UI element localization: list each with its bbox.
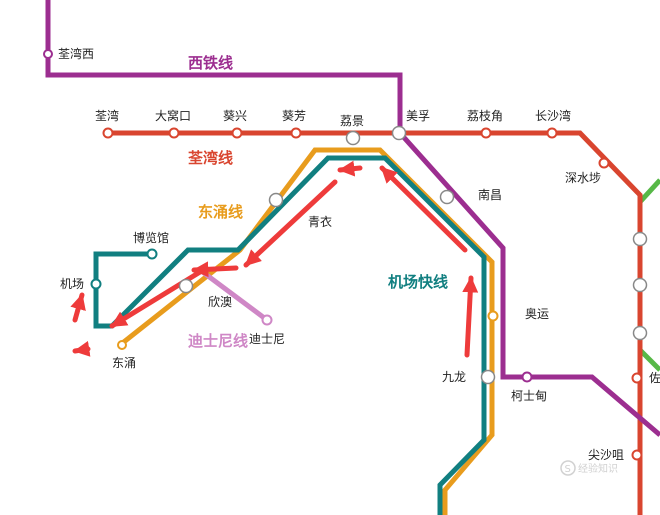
- station-marker-tung-chung[interactable]: [117, 340, 127, 350]
- east-line-route: [637, 178, 660, 372]
- station-marker-tsuen-wan-west[interactable]: [43, 49, 53, 59]
- airport-express-line-label: 机场快线: [388, 273, 448, 291]
- station-label-tsing-yi: 青衣: [308, 214, 332, 229]
- station-label-kwai-hing: 葵兴: [223, 109, 247, 123]
- station-label-lai-king: 荔景: [340, 114, 364, 128]
- station-marker-disneyland-resort[interactable]: [261, 314, 273, 326]
- watermark: S 经验知识: [560, 460, 618, 476]
- station-marker-cheung-sha-wan[interactable]: [546, 127, 558, 139]
- station-label-olympic: 奥运: [525, 307, 549, 321]
- station-marker-lai-king[interactable]: [345, 130, 361, 146]
- station-marker-tsim-sha-tsui[interactable]: [631, 449, 643, 461]
- station-label-disneyland-resort: 迪士尼: [249, 332, 285, 346]
- tung-chung-line-route: [118, 147, 495, 515]
- station-marker-east-2[interactable]: [632, 277, 648, 293]
- west-rail-line-label: 西铁线: [188, 54, 233, 72]
- tung-chung-line-label: 东涌线: [198, 203, 243, 221]
- airport-express-line-route: [93, 155, 487, 515]
- station-label-tai-wo-hau: 大窝口: [155, 108, 191, 123]
- station-label-sunny-bay: 欣澳: [208, 295, 232, 309]
- watermark-text: 经验知识: [578, 462, 618, 475]
- west-rail-line-route: [45, 0, 660, 437]
- station-label-austin: 柯士甸: [511, 389, 547, 403]
- station-marker-lai-chi-kok[interactable]: [480, 127, 492, 139]
- tsuen-wan-line-route: [108, 130, 643, 515]
- station-label-kwai-fong: 葵芳: [282, 109, 306, 123]
- station-label-tsuen-wan-west: 荃湾西: [58, 46, 94, 61]
- station-label-asiaworld-expo: 博览馆: [133, 230, 169, 245]
- disneyland-line-label: 迪士尼线: [188, 332, 248, 350]
- station-marker-east-3[interactable]: [632, 325, 648, 341]
- station-marker-tsuen-wan[interactable]: [102, 127, 114, 139]
- station-marker-tai-wo-hau[interactable]: [168, 127, 180, 139]
- station-label-tsuen-wan: 荃湾: [95, 108, 119, 123]
- station-marker-mei-foo[interactable]: [391, 125, 407, 141]
- tsuen-wan-line-label: 荃湾线: [188, 149, 233, 167]
- station-label-lai-chi-kok: 荔枝角: [467, 108, 503, 123]
- station-marker-nam-cheong[interactable]: [439, 189, 455, 205]
- watermark-badge-letter: S: [565, 464, 571, 475]
- station-label-tsim-sha-tsui: 尖沙咀: [588, 448, 624, 462]
- station-marker-jordan[interactable]: [631, 372, 643, 384]
- arrow-tsing-yi-to-sunny-bay: [243, 179, 338, 268]
- station-marker-airport[interactable]: [90, 278, 102, 290]
- station-label-nam-cheong: 南昌: [478, 187, 502, 202]
- arrow-kowloon-up: [462, 275, 479, 358]
- stations: [43, 49, 648, 461]
- station-marker-austin[interactable]: [521, 371, 533, 383]
- arrow-to-sunny-bay-left: [191, 261, 239, 278]
- arrow-nam-cheong-to-lai-king: [379, 165, 468, 253]
- station-label-tung-chung: 东涌: [112, 356, 136, 370]
- station-marker-olympic[interactable]: [487, 310, 499, 322]
- station-marker-kwai-fong[interactable]: [290, 127, 302, 139]
- arrow-airport-up: [70, 292, 86, 323]
- station-label-jordan-partial: 佐: [649, 371, 660, 385]
- station-marker-sunny-bay[interactable]: [178, 278, 194, 294]
- station-label-airport: 机场: [60, 277, 84, 291]
- station-marker-east-1[interactable]: [632, 231, 648, 247]
- station-marker-kowloon[interactable]: [480, 369, 496, 385]
- station-marker-tsing-yi[interactable]: [268, 192, 284, 208]
- arrow-tung-chung-left: [72, 340, 91, 357]
- station-label-sham-shui-po: 深水埗: [565, 171, 601, 185]
- station-marker-asiaworld-expo[interactable]: [146, 248, 158, 260]
- station-label-mei-foo: 美孚: [406, 109, 430, 123]
- station-marker-kwai-hing[interactable]: [231, 127, 243, 139]
- disneyland-line-route: [198, 267, 269, 323]
- arrow-toward-tsing-yi: [337, 160, 363, 177]
- station-label-kowloon: 九龙: [442, 370, 466, 384]
- station-marker-sham-shui-po[interactable]: [598, 157, 610, 169]
- station-label-cheung-sha-wan: 长沙湾: [535, 108, 571, 123]
- watermark-badge-icon: [560, 460, 576, 476]
